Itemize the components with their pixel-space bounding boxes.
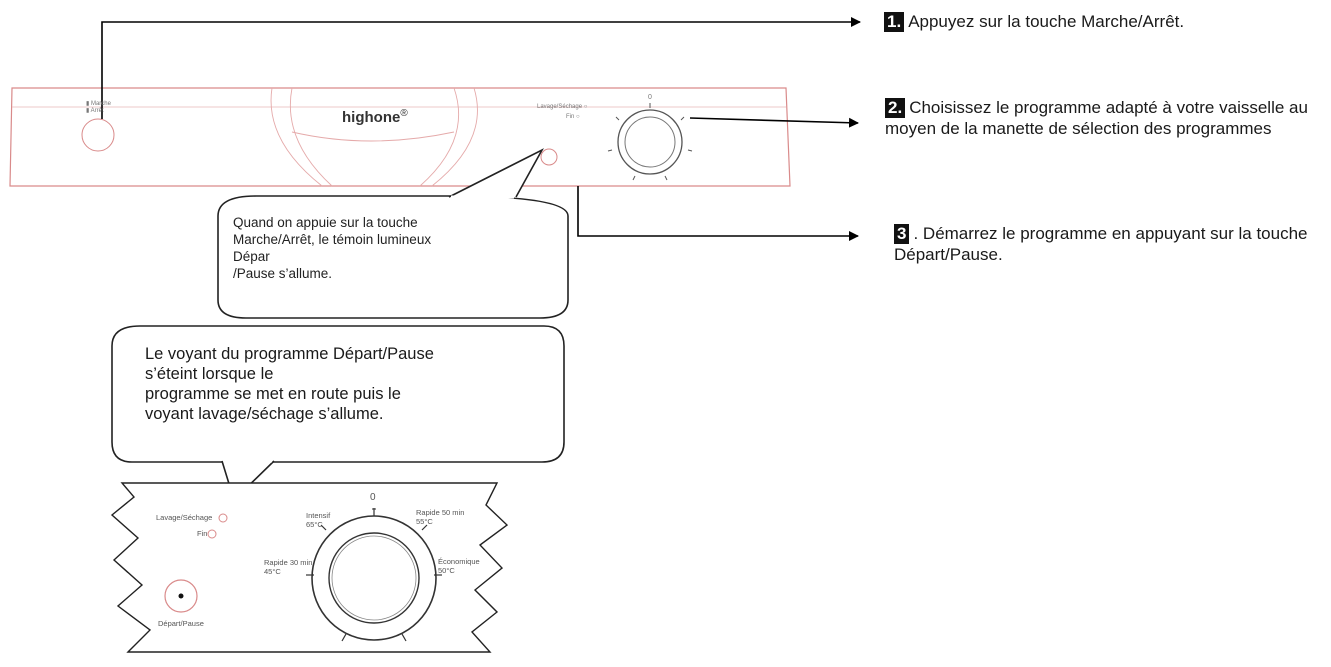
status-label-wash-dry: Lavage/Séchage ○ [537, 104, 588, 110]
lower-callout-bubble [111, 325, 565, 463]
brand-name: highone [342, 109, 401, 126]
step-1: 1.Appuyez sur la touche Marche/Arrêt. [884, 11, 1324, 32]
leader-lines [101, 17, 861, 241]
step-3-number: 3 [894, 224, 910, 244]
program-dial-top[interactable] [617, 109, 683, 175]
power-label-on: ▮ Marche [86, 101, 111, 107]
arrow-to-step-3 [577, 186, 859, 241]
step-1-number: 1. [884, 12, 905, 32]
brand-mark: ® [400, 108, 408, 119]
step-1-text: Appuyez sur la touche Marche/Arrêt. [908, 12, 1185, 31]
step-3-text: . Démarrez le programme en appuyant sur … [894, 224, 1308, 264]
step-2-number: 2. [885, 98, 906, 118]
start-pause-button-top[interactable] [540, 148, 558, 166]
indicator-end [207, 529, 217, 539]
zoom-indicator-label-end: Fin [197, 529, 208, 538]
step-2-text: Choisissez le programme adapté à votre v… [885, 98, 1308, 138]
upper-callout-text: Quand on appuie sur la touche Marche/Arr… [233, 215, 432, 281]
status-label-end: Fin ○ [566, 114, 580, 120]
step-3: 3. Démarrez le programme en appuyant sur… [894, 223, 1319, 265]
brand-logo: highone® [342, 108, 408, 126]
dial-top-zero: 0 [648, 94, 652, 101]
top-control-panel [9, 87, 791, 187]
zoom-panel [110, 482, 509, 653]
arrow-to-step-1 [101, 17, 861, 119]
indicator-wash-dry [218, 513, 228, 523]
zoom-button-label: Départ/Pause [158, 619, 204, 628]
zoom-program-rapide-50: Rapide 50 min 55°C [416, 508, 465, 526]
zoom-program-intensif: Intensif 65°C [306, 511, 331, 529]
start-pause-button[interactable] [164, 579, 198, 613]
zoom-program-economique: Économique 50°C [438, 557, 480, 575]
lower-callout-text: Le voyant du programme Départ/Pause s’ét… [145, 345, 434, 423]
arrow-to-step-2 [689, 117, 859, 128]
upper-callout-bubble [217, 195, 569, 319]
step-2: 2.Choisissez le programme adapté à votre… [885, 97, 1325, 139]
zoom-indicator-label-wash-dry: Lavage/Séchage [156, 513, 213, 522]
zoom-program-rapide-30: Rapide 30 min 45°C [264, 558, 313, 576]
zoom-dial-zero: 0 [370, 492, 376, 503]
power-label-off: ▮ Arrêt [86, 108, 104, 114]
power-button[interactable] [81, 118, 115, 152]
